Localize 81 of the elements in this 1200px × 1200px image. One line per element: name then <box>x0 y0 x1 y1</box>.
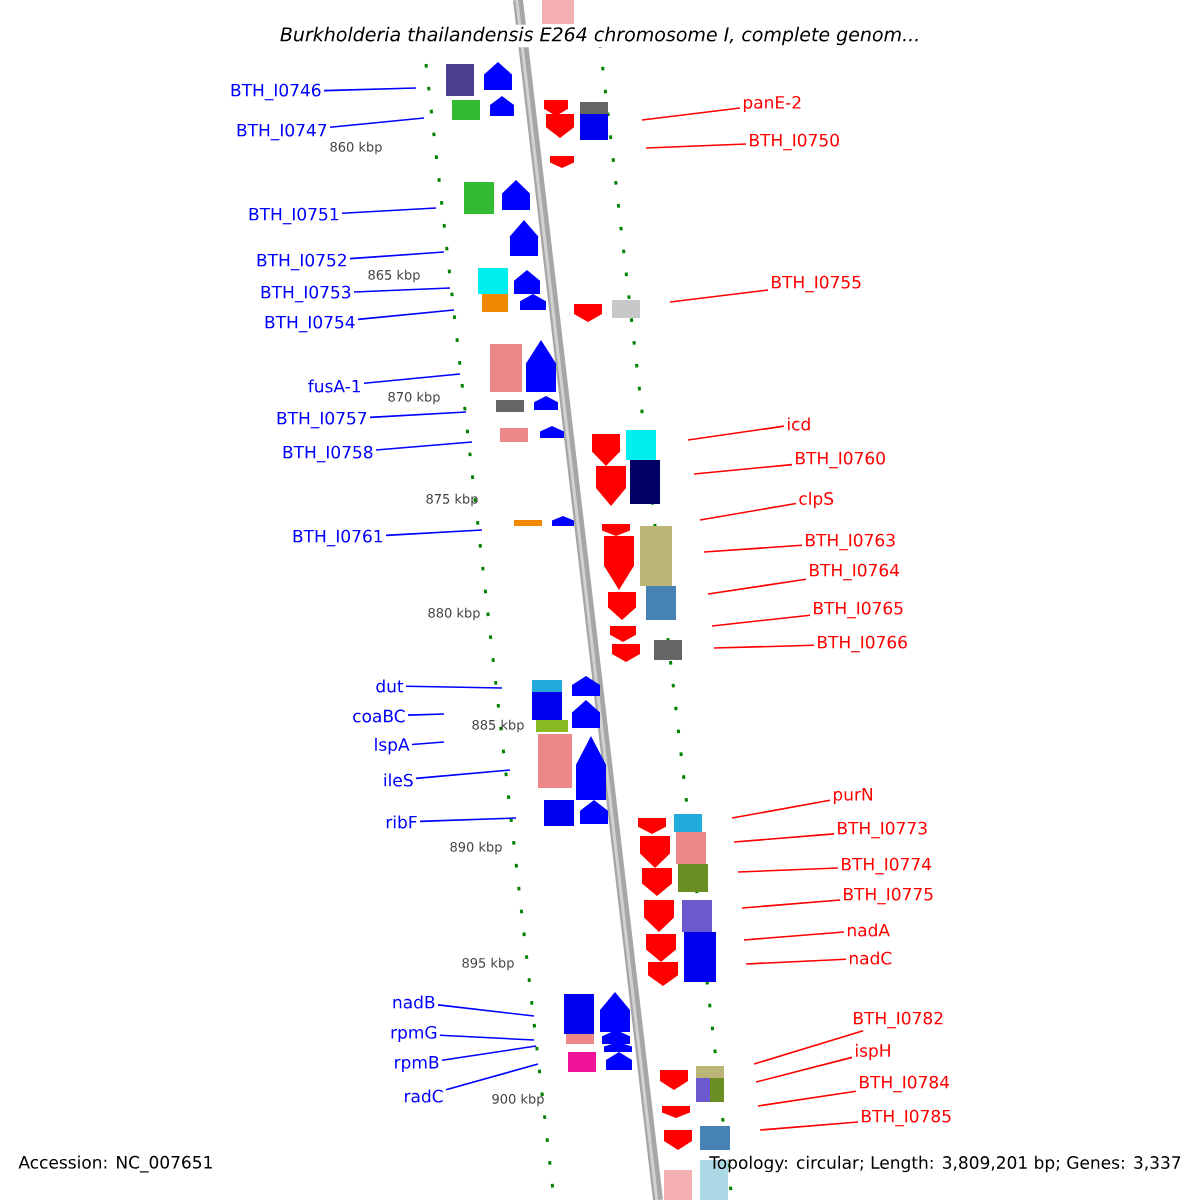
gene-label: rpmB <box>395 1056 439 1072</box>
leader-line <box>699 502 797 521</box>
leader-line <box>641 107 741 121</box>
gene-label: BTH_I0754 <box>265 315 355 333</box>
leader-line <box>743 931 845 941</box>
leader-line <box>357 309 455 321</box>
gene-label: coaBC <box>353 709 405 723</box>
gene-label: fusA-1 <box>308 379 361 393</box>
gene-label: BTH_I0761 <box>293 529 383 547</box>
gene-label: nadA <box>847 923 890 937</box>
gene-label: BTH_I0764 <box>810 563 900 581</box>
gene-label: ribF <box>386 815 417 829</box>
gene-label: BTH_I0755 <box>772 275 861 293</box>
leader-line <box>411 741 445 746</box>
leader-line <box>703 544 803 553</box>
gene-label: BTH_I0757 <box>277 411 367 429</box>
leader-line <box>407 713 445 716</box>
leader-line <box>687 425 785 441</box>
gene-label: rpmG <box>391 1025 437 1043</box>
gene-label: lspA <box>375 737 410 755</box>
gene-label: panE-2 <box>743 95 801 113</box>
leader-line <box>353 287 451 293</box>
leader-line <box>419 817 517 823</box>
leader-line <box>669 289 769 303</box>
gene-label: BTH_I0746 <box>231 83 321 101</box>
leader-line <box>441 1045 537 1061</box>
leader-line <box>369 411 467 419</box>
leader-line <box>439 1034 535 1041</box>
gene-label: BTH_I0765 <box>814 601 903 619</box>
leader-line <box>349 251 445 260</box>
leader-line <box>341 207 437 215</box>
leader-line <box>759 1121 859 1131</box>
gene-label: BTH_I0784 <box>860 1075 950 1093</box>
leader-line <box>731 799 831 819</box>
leader-line <box>741 899 841 909</box>
leader-line <box>375 441 473 451</box>
gene-label: BTH_I0752 <box>257 253 346 271</box>
gene-label: clpS <box>799 491 834 509</box>
gene-label: BTH_I0763 <box>806 533 895 551</box>
gene-label: BTH_I0766 <box>818 635 907 653</box>
gene-label: ispH <box>856 1043 890 1061</box>
accession-label: Accession: NC_007651 <box>18 1155 212 1173</box>
leader-line <box>755 1056 853 1083</box>
leader-line <box>415 769 511 780</box>
topology-label: Topology: circular; Length: 3,809,201 bp; Genes: 3,337 <box>709 1155 1181 1173</box>
leader-line <box>437 1004 535 1017</box>
leader-line <box>753 1029 864 1065</box>
gene-label: BTH_I0775 <box>844 887 933 905</box>
leader-line <box>645 143 747 149</box>
gene-label: BTH_I0758 <box>283 445 373 463</box>
leader-line <box>745 958 847 965</box>
leader-line <box>363 373 461 384</box>
gene-label: BTH_I0760 <box>796 451 885 469</box>
gene-label: icd <box>788 417 810 431</box>
gene-label: BTH_I0750 <box>750 133 839 151</box>
leader-line <box>757 1090 857 1107</box>
gene-label: radC <box>405 1089 443 1103</box>
leader-line <box>329 117 425 129</box>
gene-label: nadC <box>849 951 892 965</box>
leader-line <box>707 578 807 595</box>
leader-line <box>385 529 483 537</box>
leader-line <box>445 1063 539 1091</box>
leader-line <box>711 614 811 627</box>
leader-line <box>737 867 839 873</box>
gene-label: ileS <box>384 773 413 787</box>
gene-label: nadB <box>393 995 435 1009</box>
gene-label: BTH_I0782 <box>854 1011 943 1029</box>
leader-line <box>405 685 503 689</box>
leader-line <box>713 644 815 649</box>
title: Burkholderia thailandensis E264 chromosome I, complete genom... <box>277 24 923 48</box>
gene-label: BTH_I0773 <box>838 821 927 839</box>
leader-line <box>693 463 793 475</box>
leader-line <box>733 833 835 843</box>
gene-label: BTH_I0751 <box>249 207 339 225</box>
gene-label: BTH_I0785 <box>862 1109 951 1127</box>
gene-label: BTH_I0774 <box>842 857 932 875</box>
gene-label: purN <box>833 788 872 804</box>
gene-label: BTH_I0747 <box>237 123 327 141</box>
gene-label: dut <box>376 679 404 693</box>
leader-line <box>323 87 417 92</box>
gene-label: BTH_I0753 <box>261 285 351 303</box>
